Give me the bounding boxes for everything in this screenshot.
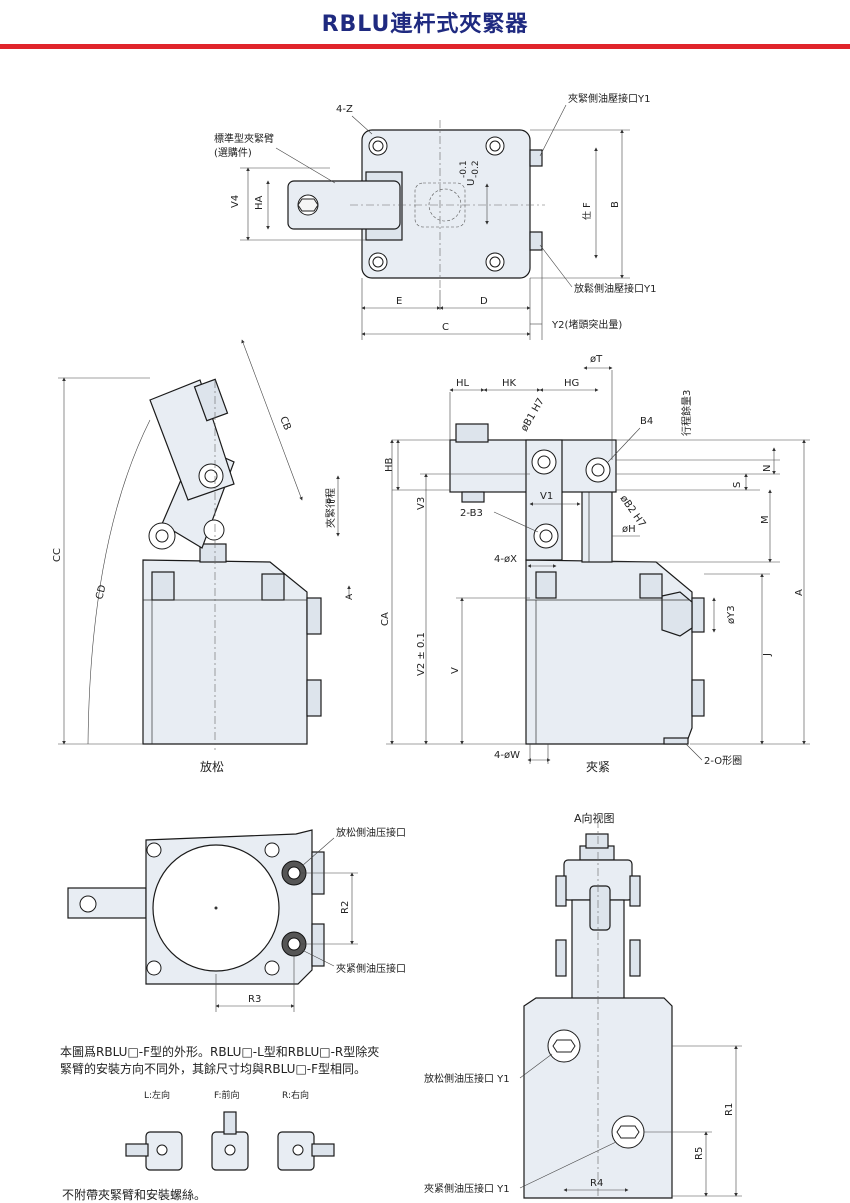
- bottom-view: R2 R3 放松側油压接口 夾紧側油压接口: [67, 826, 406, 1012]
- dim-u-minus: -0.2: [471, 160, 481, 178]
- dir-left-label: L:左向: [144, 1089, 170, 1101]
- top-view: 4-Z 標準型夾緊臂 (選購件) 夾緊側油壓接口Y1 放鬆側油壓接口Y1 V4 …: [214, 92, 656, 340]
- side-view-clamped: HL HK HG øT 行程餘量3 øB1 H7 B4 HB N S øB2 H…: [380, 354, 810, 774]
- dim-v3: V3: [416, 497, 427, 510]
- dim-r4: R4: [590, 1178, 603, 1189]
- dim-n: N: [762, 465, 773, 472]
- dim-y3: øY3: [726, 605, 737, 624]
- dim-ca: CA: [380, 612, 391, 626]
- dim-r3: R3: [248, 994, 261, 1005]
- dim-d: D: [480, 296, 488, 307]
- view-a-arrow: A: [345, 593, 355, 600]
- a-view: A向视图 R1 R5 R4 放松側油压接口 Y1 夾紧側油压接口 Y1: [424, 811, 742, 1199]
- a-view-title: A向视图: [574, 811, 615, 825]
- dim-v2: V2 ± 0.1: [416, 632, 427, 676]
- dim-x: 4-øX: [494, 554, 517, 565]
- footer-note: 不附帶夾緊臂和安裝螺絲。: [62, 1188, 207, 1202]
- dim-r5: R5: [694, 1147, 705, 1160]
- dim-j: J: [762, 653, 773, 657]
- dim-b1: øB1 H7: [519, 396, 547, 433]
- description-note: 本圖爲RBLU□-F型的外形。RBLU□-L型和RBLU□-R型除夾 緊臂的安裝…: [60, 1044, 440, 1078]
- dir-right-icon: [277, 1131, 335, 1171]
- bottom-port-clamp: 夾紧側油压接口: [336, 962, 406, 975]
- piston-rod: [581, 487, 613, 563]
- dim-b3: 2-B3: [460, 508, 483, 519]
- dim-cb: CB: [277, 415, 292, 432]
- arm-label-1: 標準型夾緊臂: [214, 132, 274, 145]
- dim-cc: CC: [52, 548, 63, 562]
- page-title: RBLU連杆式夾緊器: [321, 12, 529, 37]
- cylinder-body: [142, 559, 308, 745]
- arm-label-2: (選購件): [214, 146, 252, 159]
- dim-r2: R2: [340, 901, 351, 914]
- dim-hb: HB: [384, 457, 395, 472]
- dim-e: E: [396, 296, 402, 307]
- title-underline: [0, 44, 850, 49]
- caption-released: 放松: [200, 759, 224, 774]
- dir-right-label: R:右向: [282, 1089, 309, 1101]
- dim-r1: R1: [724, 1103, 735, 1116]
- dim-f: F: [582, 202, 593, 208]
- dim-s: S: [732, 482, 743, 488]
- dim-b: B: [610, 201, 621, 208]
- dim-ha: HA: [254, 195, 265, 210]
- side-view-released: CC CD CB P 夾緊行程 A 放松: [52, 339, 355, 774]
- port-release-label: 放鬆側油壓接口Y1: [574, 282, 656, 295]
- caption-clamped: 夾紧: [586, 760, 610, 774]
- dim-a: A: [794, 589, 805, 596]
- dim-p: P: [326, 498, 337, 504]
- dim-c: C: [442, 322, 449, 333]
- dim-v1: V1: [540, 491, 553, 502]
- note-line-1: 本圖爲RBLU□-F型的外形。RBLU□-L型和RBLU□-R型除夾: [60, 1045, 380, 1059]
- dim-o: 2-O形圈: [704, 755, 742, 767]
- orientation-icons: L:左向 F:前向 R:右向: [125, 1089, 335, 1171]
- dim-t: øT: [590, 354, 603, 365]
- a-port-release: 放松側油压接口 Y1: [424, 1072, 510, 1085]
- port-clamp-label: 夾緊側油壓接口Y1: [568, 92, 650, 105]
- note-line-2: 緊臂的安裝方向不同外，其餘尺寸均與RBLU□-F型相同。: [60, 1062, 367, 1076]
- dir-front-icon: [211, 1111, 249, 1171]
- dir-left-icon: [125, 1131, 183, 1171]
- dim-hl: HL: [456, 378, 470, 389]
- label-4z: 4-Z: [336, 104, 353, 115]
- a-port-clamp: 夾紧側油压接口 Y1: [424, 1182, 510, 1195]
- dim-hk: HK: [502, 378, 517, 389]
- stroke-label: 夾緊行程: [324, 488, 337, 528]
- dir-front-label: F:前向: [214, 1089, 240, 1101]
- bottom-port-release: 放松側油压接口: [336, 826, 406, 839]
- dim-hg: HG: [564, 378, 579, 389]
- dim-v: V: [450, 667, 461, 674]
- dim-m: M: [760, 515, 771, 524]
- port-plug: [529, 149, 543, 167]
- dim-y2: Y2(堵頭突出量): [551, 318, 622, 331]
- dim-u-plus: -0.1: [459, 160, 469, 178]
- dim-v4: V4: [230, 195, 241, 208]
- dim-cd: CD: [94, 583, 109, 600]
- dim-h: øH: [622, 524, 636, 535]
- dim-u: U: [466, 179, 477, 186]
- dim-f-prefix: 仕: [581, 211, 593, 220]
- stroke-margin: 行程餘量3: [680, 390, 693, 436]
- dim-b4: B4: [640, 416, 653, 427]
- dim-w: 4-øW: [494, 750, 520, 761]
